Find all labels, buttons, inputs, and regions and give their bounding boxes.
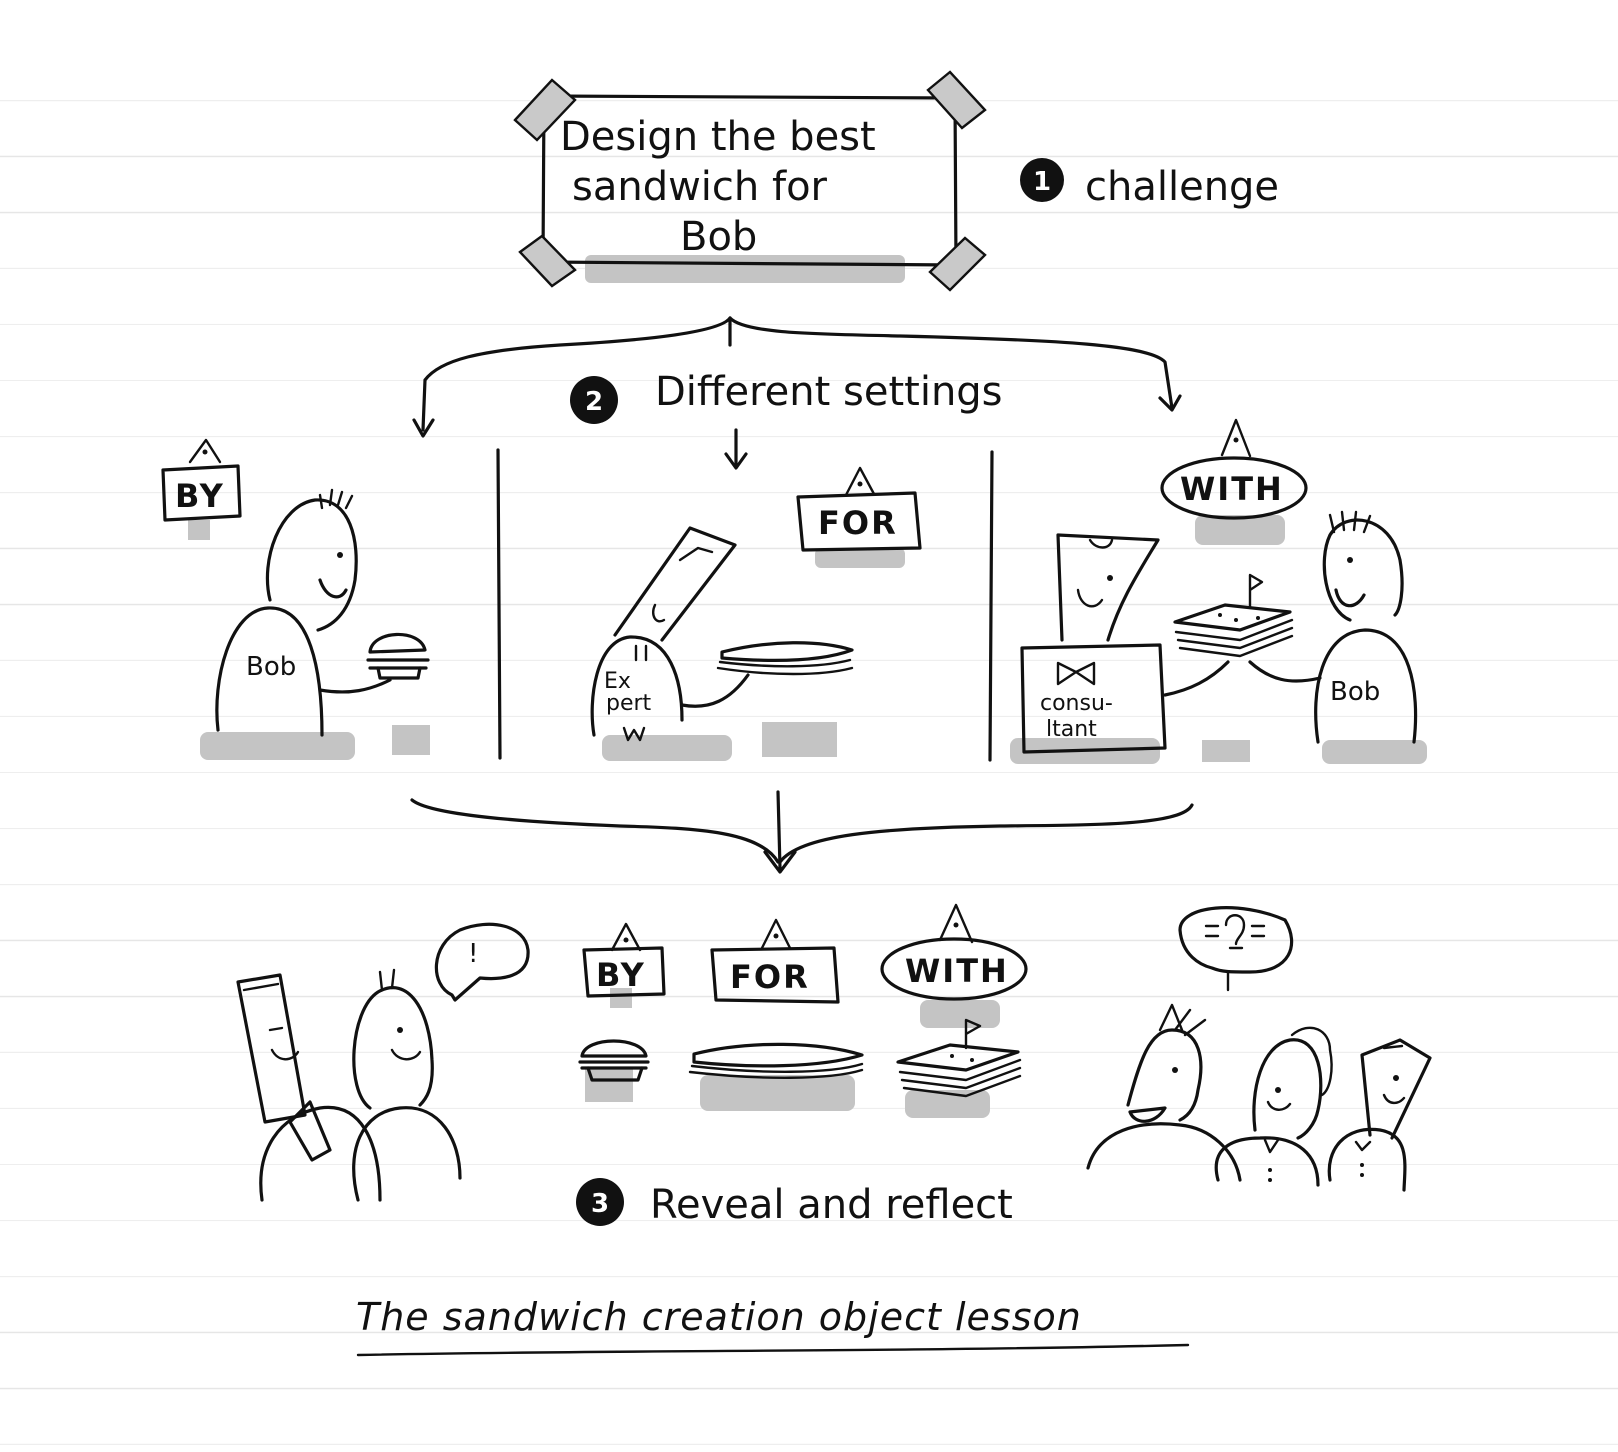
divider-left xyxy=(496,448,502,760)
caption: The sandwich creation object lesson xyxy=(356,1295,1190,1357)
reveal-sign-by: BY xyxy=(582,922,666,1008)
challenge-line-2: sandwich for xyxy=(572,164,828,210)
panel-with: WITH consu- ltant B xyxy=(1010,418,1427,764)
tape-bottom-left xyxy=(518,234,577,288)
panel-for: FOR Ex pert xyxy=(590,466,922,761)
step-2-number: 2 xyxy=(585,387,603,417)
branch-brace-top xyxy=(412,316,1182,470)
step-1-label: challenge xyxy=(1085,164,1279,210)
step-3: 3 Reveal and reflect xyxy=(576,1178,1013,1228)
step-3-label: Reveal and reflect xyxy=(650,1182,1013,1228)
tape-bottom-right xyxy=(928,236,987,292)
expert-label-line-2: pert xyxy=(606,691,652,716)
expert-label-line-1: Ex xyxy=(604,669,631,694)
reveal-sign-for: FOR xyxy=(710,918,840,1004)
consultant-label-line-1: consu- xyxy=(1040,691,1113,716)
sign-by-text: BY xyxy=(175,477,225,515)
step-2-label: Different settings xyxy=(655,369,1003,415)
sign-with: WITH xyxy=(1160,418,1308,545)
sign-for: FOR xyxy=(796,466,922,568)
sandwich-flat-for xyxy=(716,641,854,757)
step-3-number-badge xyxy=(576,1178,624,1226)
step-2-number-badge xyxy=(570,376,618,424)
divider-right xyxy=(988,450,994,762)
step-3-number: 3 xyxy=(591,1189,609,1219)
person-expert: Ex pert xyxy=(590,526,750,761)
exclaim-bubble-text: ! xyxy=(468,939,478,969)
reveal-sign-with-text: WITH xyxy=(905,952,1009,990)
caption-underline xyxy=(356,1343,1190,1357)
reveal-burger xyxy=(578,1039,650,1102)
bob-label-with: Bob xyxy=(1330,677,1380,707)
step-2: 2 Different settings xyxy=(570,369,1003,424)
reveal-stack-sandwich xyxy=(896,1018,1022,1118)
consultant-label-line-2: ltant xyxy=(1046,717,1097,742)
person-bob-by: Bob xyxy=(200,488,392,760)
reveal-sign-with: WITH xyxy=(880,903,1028,1028)
audience-left: ! xyxy=(236,922,530,1202)
merge-brace xyxy=(410,790,1194,874)
challenge-line-3: Bob xyxy=(680,214,757,260)
person-consultant: consu- ltant xyxy=(1010,533,1250,764)
challenge-line-1: Design the best xyxy=(560,114,876,160)
reveal-signs: BY FOR WITH xyxy=(582,903,1028,1028)
challenge-box: Design the best sandwich for Bob xyxy=(513,70,987,292)
sandwich-stack-with xyxy=(1173,573,1294,658)
reveal-sign-for-text: FOR xyxy=(730,958,810,996)
panel-by: BY Bob xyxy=(161,438,430,760)
sign-by: BY xyxy=(161,438,242,540)
bob-label-by: Bob xyxy=(246,652,296,682)
tape-top-left xyxy=(513,78,577,142)
step-1: 1 challenge xyxy=(1020,158,1279,210)
reveal-flat-sandwich xyxy=(688,1042,864,1111)
reveal-sign-by-text: BY xyxy=(596,956,646,994)
person-bob-with: Bob xyxy=(1248,510,1427,764)
sign-with-text: WITH xyxy=(1180,470,1284,508)
step-1-number-badge xyxy=(1020,158,1064,202)
sign-for-text: FOR xyxy=(818,504,898,542)
sandwich-burger-by xyxy=(366,632,430,755)
reveal-sandwiches xyxy=(578,1018,1022,1118)
step-1-number: 1 xyxy=(1033,167,1051,197)
caption-text: The sandwich creation object lesson xyxy=(356,1295,1082,1339)
audience-right xyxy=(1086,906,1432,1192)
tape-top-right xyxy=(926,70,987,130)
